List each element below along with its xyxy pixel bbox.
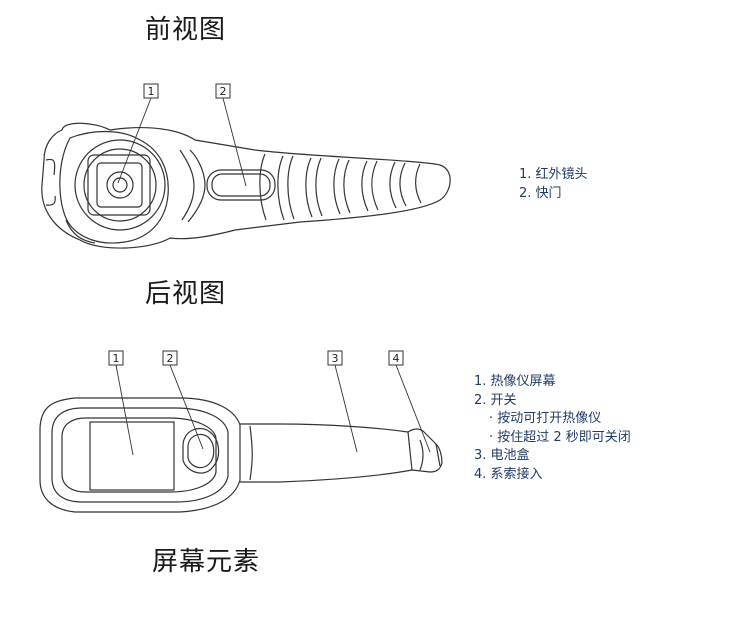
legend-item: 1. 红外镜头 — [519, 167, 588, 182]
back-camera-outline — [39, 397, 443, 513]
svg-text:1: 1 — [113, 352, 120, 365]
legend-subitem: · 按动可打开热像仪 — [489, 411, 602, 426]
back-view-legend: 1. 热像仪屏幕 2. 开关 · 按动可打开热像仪 · 按住超过 2 秒即可关闭… — [474, 373, 631, 484]
legend-item: 2. 开关 — [474, 392, 517, 408]
front-view-legend: 1. 红外镜头 2. 快门 — [519, 166, 588, 203]
back-callout-4: 4 — [388, 350, 431, 453]
svg-text:1: 1 — [148, 85, 155, 98]
svg-text:4: 4 — [393, 352, 400, 365]
legend-item: 2. 快门 — [519, 185, 562, 201]
back-callout-3: 3 — [327, 350, 358, 453]
back-callout-1: 1 — [108, 350, 134, 456]
legend-item: 1. 热像仪屏幕 — [474, 374, 556, 389]
front-camera-outline — [41, 122, 451, 249]
screen-elements-title: 屏幕元素 — [152, 547, 261, 577]
legend-subitem: · 按住超过 2 秒即可关闭 — [489, 429, 631, 445]
legend-item: 4. 系索接入 — [474, 466, 543, 482]
back-view-title: 后视图 — [145, 279, 227, 309]
svg-text:2: 2 — [167, 352, 174, 365]
back-callout-2: 2 — [162, 350, 204, 450]
front-callout-2: 2 — [215, 83, 247, 187]
front-view-diagram: 1 2 — [41, 83, 451, 249]
front-view-title: 前视图 — [145, 15, 227, 45]
svg-text:3: 3 — [332, 352, 339, 365]
svg-text:2: 2 — [220, 85, 227, 98]
back-view-diagram: 1 2 3 4 — [39, 350, 443, 513]
front-callout-1: 1 — [117, 83, 159, 184]
legend-item: 3. 电池盒 — [474, 448, 530, 463]
